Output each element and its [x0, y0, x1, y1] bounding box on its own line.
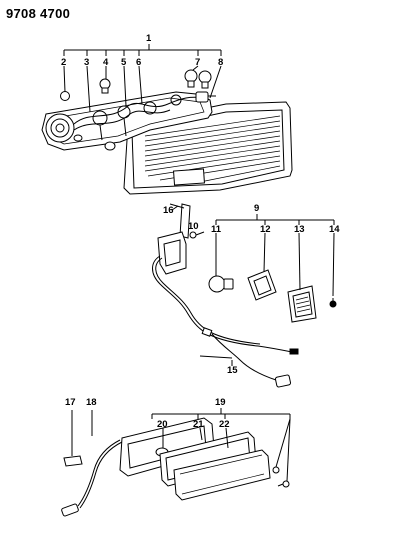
bulb-7 — [184, 69, 198, 88]
callout-8: 8 — [218, 57, 223, 68]
bulb-2 — [60, 91, 70, 101]
license-lamp-assembly — [152, 203, 337, 388]
callout-9: 9 — [254, 203, 259, 214]
callout-10: 10 — [188, 221, 199, 232]
rear-lamp-lens — [123, 101, 293, 195]
rear-combination-lamp-assembly — [41, 44, 293, 195]
callout-21: 21 — [193, 419, 204, 430]
bracket-16 — [179, 203, 191, 239]
front-side-marker-assembly — [61, 408, 291, 517]
document-code: 9708 4700 — [6, 6, 71, 21]
wire-18 — [61, 410, 123, 517]
callout-18: 18 — [86, 397, 97, 408]
bulb-8 — [198, 70, 212, 89]
rear-lamp-socket-plate — [41, 91, 216, 151]
callout-7: 7 — [195, 57, 200, 68]
callout-3: 3 — [84, 57, 89, 68]
callout-1: 1 — [146, 33, 152, 44]
callout-19: 19 — [215, 397, 226, 408]
callout-6: 6 — [136, 57, 141, 68]
callout-22: 22 — [219, 419, 230, 430]
screw-14 — [329, 298, 337, 308]
callout-4: 4 — [103, 57, 109, 68]
screw-19a — [272, 466, 280, 474]
callout-2: 2 — [61, 57, 66, 68]
callout-5: 5 — [121, 57, 127, 68]
callout-16: 16 — [163, 205, 174, 216]
screw-19b — [277, 480, 290, 488]
side-marker-lens-13 — [287, 285, 317, 323]
gasket-12 — [247, 269, 277, 301]
grommet-17 — [63, 410, 83, 467]
callout-14: 14 — [329, 224, 340, 235]
callout-12: 12 — [260, 224, 271, 235]
callout-11: 11 — [211, 224, 222, 235]
callout-15: 15 — [227, 365, 238, 376]
screw-10 — [189, 231, 205, 239]
marker-lens-22 — [173, 449, 271, 501]
callout-20: 20 — [157, 419, 168, 430]
bulb-4 — [99, 78, 111, 94]
callout-17: 17 — [65, 397, 76, 408]
callout-13: 13 — [294, 224, 305, 235]
bulb-11 — [208, 275, 234, 293]
